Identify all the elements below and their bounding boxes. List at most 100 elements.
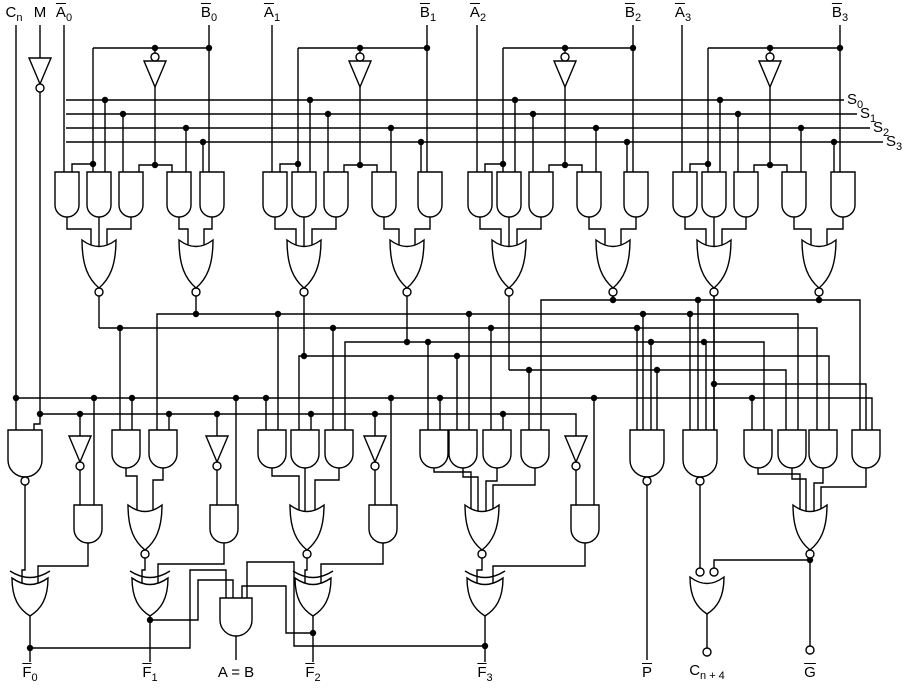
- and-gate: [682, 429, 718, 478]
- input-label-a3: A3: [674, 4, 692, 24]
- junction-dot: [436, 394, 444, 402]
- junction-dot: [274, 310, 282, 318]
- junction-dot: [653, 366, 661, 374]
- wire: [274, 217, 297, 248]
- inversion-bubble: [695, 567, 705, 577]
- wire: [304, 558, 308, 586]
- wire: [516, 217, 542, 248]
- input-label-b3: B3: [831, 4, 849, 24]
- inversion-bubble: [20, 476, 30, 486]
- junction-dot: [465, 310, 473, 318]
- junction-dot: [815, 296, 823, 304]
- junction-dot: [481, 642, 489, 650]
- inverter: [67, 435, 93, 464]
- junction-dot: [734, 110, 742, 118]
- junction-dot: [511, 96, 519, 104]
- junction-dot: [686, 310, 694, 318]
- inversion-bubble: [814, 287, 824, 297]
- junction-dot: [262, 394, 270, 402]
- inversion-bubble: [504, 287, 514, 297]
- inversion-bubble: [212, 461, 222, 471]
- and-gate: [576, 171, 602, 218]
- junction-dot: [525, 366, 533, 374]
- nor-gate: [289, 503, 325, 551]
- and-gate: [733, 171, 759, 218]
- and-gate: [496, 171, 522, 218]
- and-gate: [118, 171, 144, 218]
- wire: [30, 569, 227, 649]
- wire: [793, 217, 812, 248]
- junction-dot: [700, 338, 708, 346]
- junction-dot: [836, 44, 844, 52]
- and-gate: [324, 429, 354, 469]
- junction-dot: [424, 338, 432, 346]
- and-gate: [482, 429, 512, 469]
- and-gate: [623, 171, 649, 218]
- and-gate: [86, 171, 112, 218]
- and-gate: [262, 171, 288, 218]
- inverter: [563, 435, 589, 464]
- junction-dot: [766, 161, 774, 169]
- wire: [714, 383, 867, 430]
- junction-dot: [165, 410, 173, 418]
- inverter: [142, 60, 168, 89]
- or-gate: [689, 575, 725, 615]
- wire: [383, 217, 400, 248]
- inversion-bubble: [355, 52, 365, 62]
- wire: [414, 217, 431, 248]
- junction-dot: [205, 44, 213, 52]
- wire: [689, 163, 708, 172]
- wire: [476, 558, 483, 586]
- junction-dot: [453, 352, 461, 360]
- output-label-f3: F3: [477, 664, 493, 684]
- wire: [684, 217, 707, 248]
- and-gate: [323, 171, 349, 218]
- inversion-bubble: [608, 287, 618, 297]
- junction-dot: [561, 161, 569, 169]
- wire: [106, 217, 132, 248]
- input-label-a1: A1: [263, 4, 281, 24]
- junction-dot: [309, 629, 317, 637]
- inversion-bubble: [140, 549, 150, 559]
- junction-dot: [387, 394, 395, 402]
- input-label-cn: Cn: [5, 4, 23, 24]
- wire: [492, 468, 536, 513]
- wire: [791, 468, 807, 513]
- wire: [99, 327, 818, 430]
- wire: [620, 217, 637, 248]
- output-label-f2: F2: [305, 664, 321, 684]
- nor-gate: [178, 238, 214, 289]
- xor-gate: [11, 576, 49, 617]
- nor-gate: [801, 238, 837, 289]
- junction-dot: [128, 394, 136, 402]
- and-gate: [166, 171, 192, 218]
- input-label-a2: A2: [469, 4, 487, 24]
- output-label-f1: F1: [142, 664, 158, 684]
- and-gate: [528, 171, 554, 218]
- junction-dot: [294, 160, 302, 168]
- wire: [462, 468, 479, 513]
- and-gate: [701, 171, 727, 218]
- wire: [314, 468, 340, 513]
- junction-dot: [499, 160, 507, 168]
- inversion-bubble: [642, 476, 652, 486]
- nor-gate: [595, 238, 631, 289]
- nor-gate: [389, 238, 425, 289]
- wire: [271, 468, 300, 513]
- junction-dot: [633, 324, 641, 332]
- wire: [203, 217, 213, 248]
- inversion-bubble: [299, 287, 309, 297]
- inverter: [757, 60, 783, 89]
- and-gate: [111, 429, 141, 469]
- junction-dot: [561, 44, 569, 52]
- junction-dot: [797, 124, 805, 132]
- junction-dot: [647, 338, 655, 346]
- junction-dot: [151, 44, 159, 52]
- output-terminal: [702, 647, 712, 657]
- junction-dot: [387, 124, 395, 132]
- wire: [713, 559, 810, 568]
- inverter: [552, 60, 578, 89]
- xor-gate: [466, 576, 504, 617]
- inverter: [204, 435, 230, 464]
